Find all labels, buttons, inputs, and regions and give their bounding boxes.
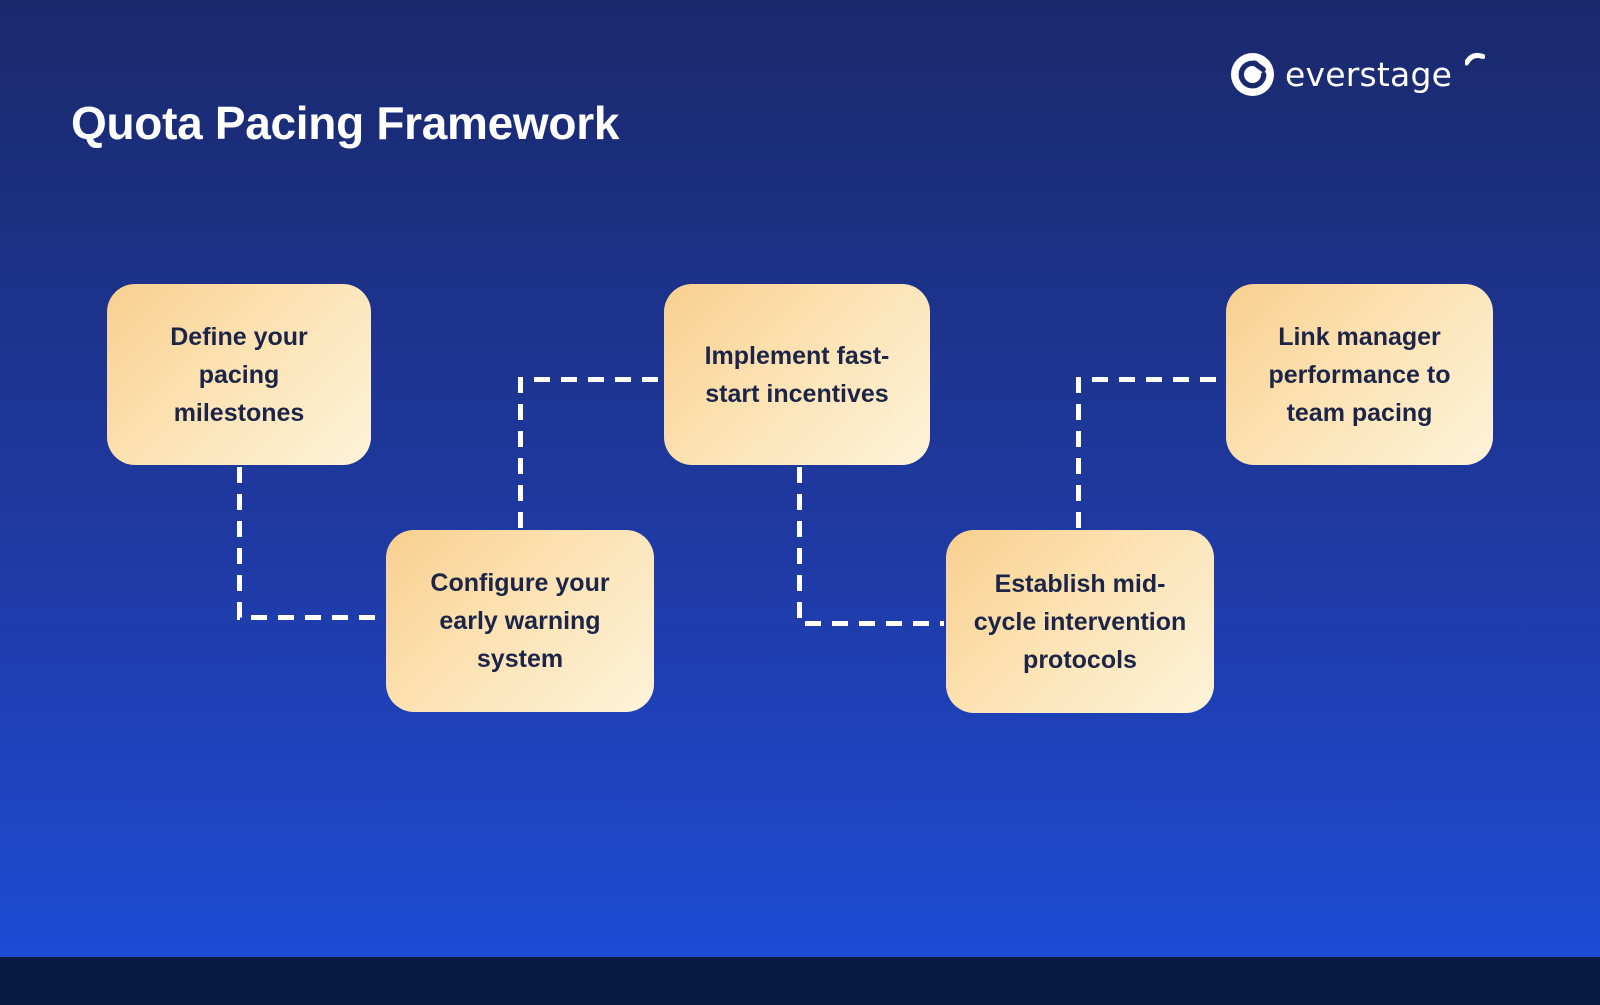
- step-card-5: Link manager performance to team pacing: [1226, 284, 1493, 465]
- step-card-4: Establish mid-cycle intervention protoco…: [946, 530, 1214, 713]
- step-label-1: Define your pacing milestones: [170, 322, 308, 427]
- connector-step1-step2: [237, 467, 384, 620]
- step-label-5: Link manager performance to team pacing: [1268, 322, 1451, 427]
- page-title: Quota Pacing Framework: [71, 97, 620, 149]
- step-card-2: Configure your early warning system: [386, 530, 654, 712]
- everstage-swirl-icon: [1231, 53, 1274, 96]
- footer-strip: [0, 957, 1600, 1005]
- step-label-4: Establish mid-cycle intervention protoco…: [973, 569, 1187, 674]
- connector-step2-step3: [518, 377, 662, 528]
- spark-icon: [1464, 50, 1486, 75]
- step-card-3: Implement fast-start incentives: [664, 284, 930, 465]
- step-card-1: Define your pacing milestones: [107, 284, 371, 465]
- connector-step4-step5: [1076, 377, 1224, 528]
- brand-wordmark: everstage: [1285, 55, 1453, 94]
- everstage-logo: everstage: [1231, 50, 1486, 99]
- step-label-2: Configure your early warning system: [430, 569, 610, 673]
- step-label-3: Implement fast-start incentives: [704, 341, 890, 408]
- connector-step3-step4: [797, 467, 944, 626]
